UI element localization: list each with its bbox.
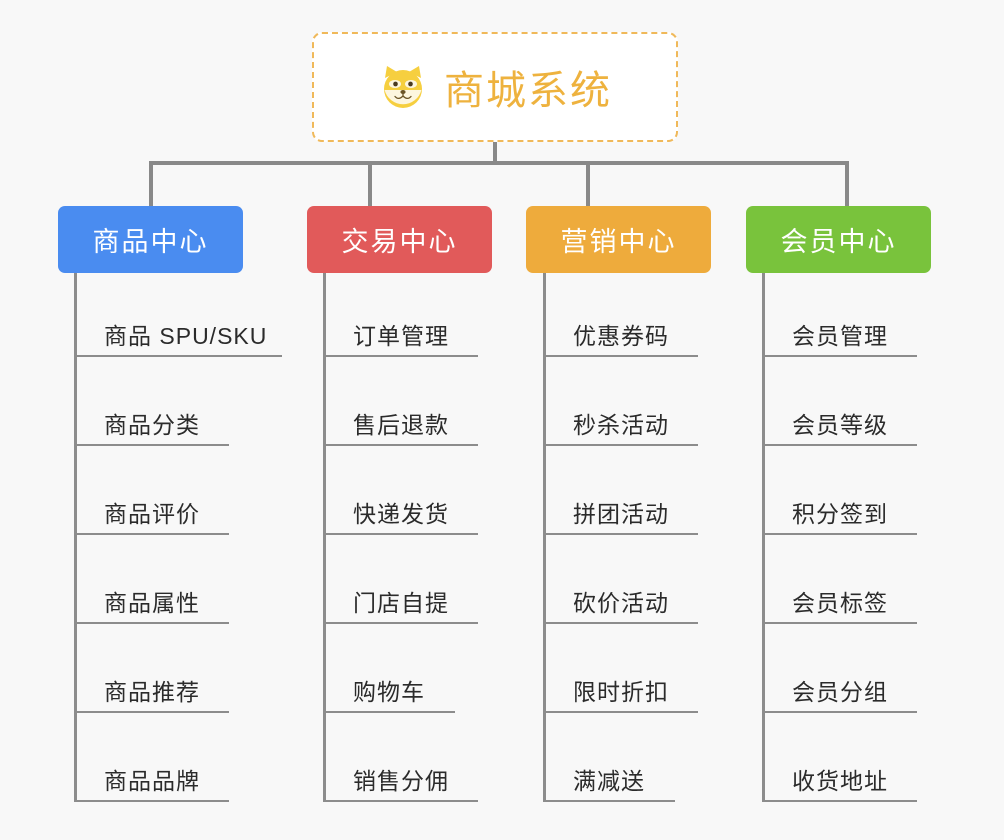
leaf-item-rule — [762, 800, 917, 802]
root-node-mall-system[interactable]: 商城系统 — [312, 32, 678, 142]
connector-drop-product-center — [149, 161, 153, 207]
leaf-trunk-line — [762, 273, 765, 802]
leaf-item-rule — [323, 444, 478, 446]
leaf-item-label: 会员管理 — [792, 323, 888, 349]
category-header-trade-center[interactable]: 交易中心 — [307, 206, 492, 273]
root-node-title: 商城系统 — [444, 69, 612, 113]
category-header-label: 会员中心 — [780, 227, 897, 257]
leaf-item-label: 商品评价 — [104, 501, 200, 527]
category-header-label: 营销中心 — [560, 227, 677, 257]
category-header-marketing-center[interactable]: 营销中心 — [526, 206, 711, 273]
leaf-item-label: 优惠券码 — [573, 323, 669, 349]
leaf-item-rule — [762, 622, 917, 624]
leaf-item-rule — [543, 355, 698, 357]
connector-drop-marketing-center — [586, 161, 590, 207]
leaf-item-label: 会员分组 — [792, 679, 888, 705]
leaf-item-rule — [762, 711, 917, 713]
leaf-item-label: 拼团活动 — [573, 501, 669, 527]
leaf-item-label: 积分签到 — [792, 501, 888, 527]
leaf-item-label: 商品属性 — [104, 590, 200, 616]
leaf-trunk-line — [543, 273, 546, 802]
leaf-item-rule — [74, 711, 229, 713]
leaf-item-label: 商品推荐 — [104, 679, 200, 705]
leaf-item-rule — [74, 533, 229, 535]
leaf-item-label: 限时折扣 — [573, 679, 669, 705]
leaf-item-label: 商品分类 — [104, 412, 200, 438]
leaf-item-label: 订单管理 — [353, 323, 449, 349]
leaf-item-rule — [74, 622, 229, 624]
leaf-item-label: 砍价活动 — [573, 590, 669, 616]
category-header-product-center[interactable]: 商品中心 — [58, 206, 243, 273]
leaf-item-rule — [323, 533, 478, 535]
category-header-label: 商品中心 — [92, 227, 209, 257]
connector-root-stem — [493, 142, 497, 163]
leaf-item-rule — [74, 800, 229, 802]
leaf-item-rule — [323, 622, 478, 624]
leaf-trunk-line — [323, 273, 326, 802]
leaf-item-label: 商品 SPU/SKU — [104, 323, 268, 349]
leaf-item-rule — [762, 355, 917, 357]
leaf-trunk-line — [74, 273, 77, 802]
leaf-item-label: 收货地址 — [792, 768, 888, 794]
leaf-item-rule — [323, 711, 455, 713]
leaf-item-rule — [543, 444, 698, 446]
leaf-item-label: 门店自提 — [353, 590, 449, 616]
leaf-item-label: 会员等级 — [792, 412, 888, 438]
leaf-item-label: 会员标签 — [792, 590, 888, 616]
leaf-item-label: 购物车 — [353, 679, 425, 705]
leaf-item-label: 秒杀活动 — [573, 412, 669, 438]
leaf-item-label: 满减送 — [573, 768, 645, 794]
leaf-item-rule — [543, 533, 698, 535]
leaf-item-label: 销售分佣 — [353, 768, 449, 794]
leaf-item-rule — [762, 533, 917, 535]
leaf-item-rule — [323, 355, 478, 357]
leaf-item-rule — [762, 444, 917, 446]
leaf-item-label: 商品品牌 — [104, 768, 200, 794]
connector-drop-trade-center — [368, 161, 372, 207]
leaf-item-label: 快递发货 — [353, 501, 449, 527]
leaf-item-rule — [543, 711, 698, 713]
connector-drop-member-center — [845, 161, 849, 207]
leaf-item-rule — [323, 800, 478, 802]
shiba-dog-face-icon — [378, 62, 428, 112]
category-header-label: 交易中心 — [341, 227, 458, 257]
leaf-item-rule — [74, 355, 282, 357]
leaf-item-rule — [543, 622, 698, 624]
leaf-item-label: 售后退款 — [353, 412, 449, 438]
category-header-member-center[interactable]: 会员中心 — [746, 206, 931, 273]
leaf-item-rule — [543, 800, 675, 802]
connector-horizontal-bus — [149, 161, 849, 165]
leaf-item-rule — [74, 444, 229, 446]
